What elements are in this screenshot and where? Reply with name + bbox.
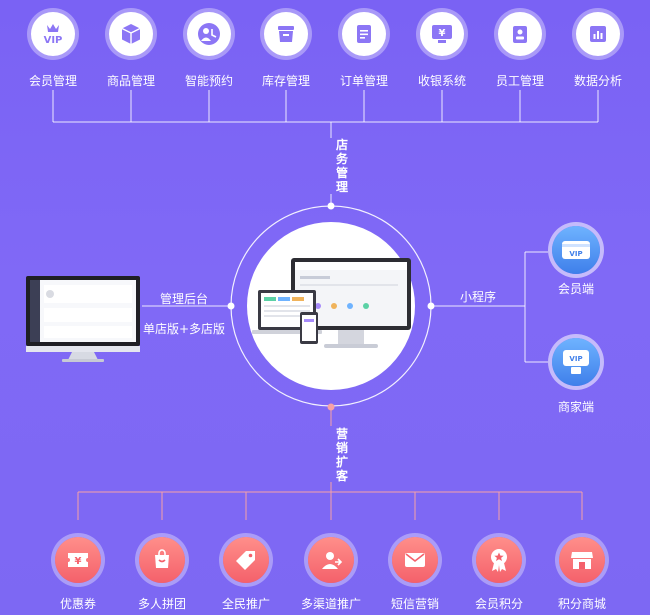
devices-illustration [252,258,411,348]
backend-edition: 单店版+多店版 [142,322,226,336]
appointment-icon [187,12,231,56]
inventory-icon [264,12,308,56]
top-module-label-4: 订单管理 [339,74,389,88]
top-module-label-5: 收银系统 [417,74,467,88]
miniprogram-title: 小程序 [459,290,497,304]
bottom-module-label-0: 优惠券 [59,597,97,611]
channel-icon [308,537,354,583]
top-module-label-7: 数据分析 [573,74,623,88]
coupon-glyph: ¥ [75,556,82,567]
medal-icon [476,537,522,583]
staff-icon [498,12,542,56]
vip-card-icon: VIP [552,226,600,274]
tag-icon [223,537,269,583]
member-card-badge: VIP [569,250,582,258]
top-module-label-2: 智能预约 [184,74,234,88]
merchant-card-icon: VIP [552,338,600,386]
bottom-module-label-4: 短信营销 [390,597,440,611]
cashier-icon: ¥ [420,12,464,56]
endpoint-label-member: 会员端 [557,282,595,296]
bottom-module-label-5: 会员积分 [474,597,524,611]
vip-badge-text: VIP [44,35,63,46]
group-buy-icon [139,537,185,583]
shop-icon [559,537,605,583]
order-icon [342,12,386,56]
admin-monitor [26,276,140,362]
cashier-glyph: ¥ [439,28,446,39]
vip-icon: VIP [31,12,75,56]
top-module-label-3: 库存管理 [261,74,311,88]
bottom-module-label-3: 多渠道推广 [300,597,362,611]
endpoint-label-merchant: 商家端 [557,400,595,414]
box-icon [109,12,153,56]
store-management-label: 店务管理 [335,138,348,194]
top-module-label-6: 员工管理 [495,74,545,88]
top-module-label-0: 会员管理 [28,74,78,88]
mail-icon [392,537,438,583]
bottom-module-label-1: 多人拼团 [137,597,187,611]
marketing-label: 营销扩客 [335,427,348,483]
backend-title: 管理后台 [159,292,209,306]
coupon-icon: ¥ [55,537,101,583]
chart-icon [576,12,620,56]
merchant-card-badge: VIP [569,355,582,363]
bottom-module-label-2: 全民推广 [221,597,271,611]
top-module-label-1: 商品管理 [106,74,156,88]
bottom-module-label-6: 积分商城 [557,597,607,611]
